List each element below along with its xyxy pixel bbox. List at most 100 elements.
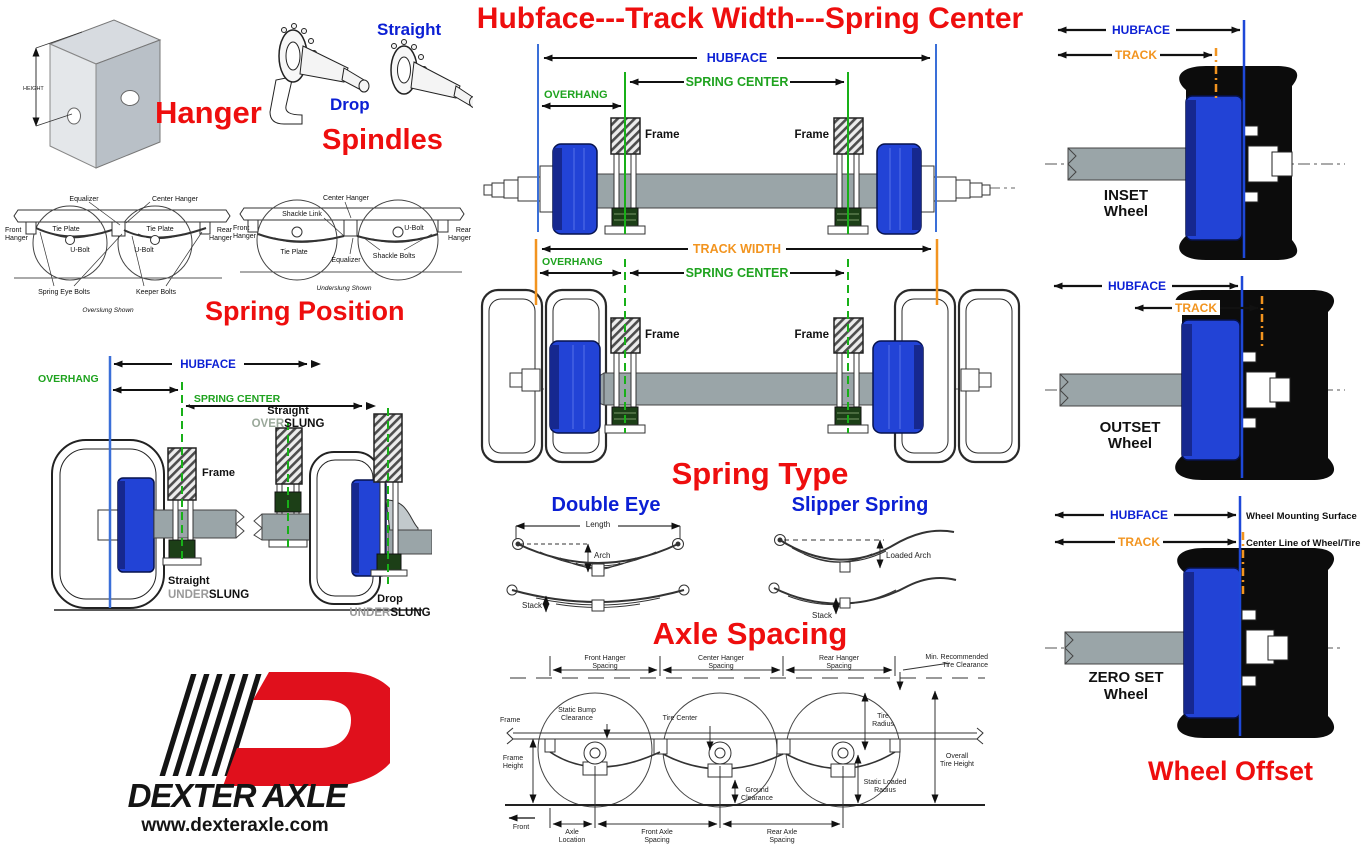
brand-name: DEXTER AXLE xyxy=(128,777,349,814)
svg-text:Wheel: Wheel xyxy=(1104,203,1148,220)
svg-text:Spacing: Spacing xyxy=(592,663,617,670)
straight-spindle xyxy=(390,39,473,108)
shackle-bolts-label: Shackle Bolts xyxy=(373,253,416,260)
svg-text:Clearance: Clearance xyxy=(561,715,593,722)
svg-text:Wheel: Wheel xyxy=(1104,686,1148,703)
spindle xyxy=(1241,609,1289,687)
overhang-label: OVERHANG xyxy=(544,89,608,101)
hubface-label: HUBFACE xyxy=(1110,508,1168,522)
hub-drum-drop xyxy=(351,479,387,577)
axle-tube xyxy=(1067,147,1191,181)
arch-label: Arch xyxy=(594,551,610,560)
axle-spacing-title: Axle Spacing xyxy=(653,616,848,651)
center-hanger-spacing: Center Hanger xyxy=(698,655,745,662)
hubface-label: HUBFACE xyxy=(1108,279,1166,293)
svg-text:Hanger: Hanger xyxy=(5,235,29,242)
hub-drum-right xyxy=(872,340,924,434)
drop-underslung-label: Drop xyxy=(377,593,403,605)
svg-text:Spacing: Spacing xyxy=(769,837,794,844)
u-bolt-label: U-Bolt xyxy=(70,247,90,254)
overslung-caption: Overslung Shown xyxy=(82,307,134,314)
front-hanger-spacing: Front Hanger xyxy=(584,655,626,662)
frame-rail xyxy=(506,727,984,745)
u-bolt-label: U-Bolt xyxy=(404,225,424,232)
svg-text:Height: Height xyxy=(503,763,523,770)
center-hanger-label: Center Hanger xyxy=(152,196,199,203)
straight-spindle-label: Straight xyxy=(377,20,442,39)
hub-drum xyxy=(1183,567,1241,719)
hub-drum-right xyxy=(876,143,922,235)
double-eye-title: Double Eye xyxy=(552,494,661,516)
tie-plate-label: Tie Plate xyxy=(280,249,307,256)
static-bump-label: Static Bump xyxy=(558,707,596,714)
svg-text:Spacing: Spacing xyxy=(708,663,733,670)
tie-plate-label: Tie Plate xyxy=(52,226,79,233)
length-label: Length xyxy=(586,520,610,529)
spindles-title: Spindles xyxy=(322,124,443,156)
stack-label: Stack xyxy=(812,611,833,620)
underslung-label2: UNDERSLUNG xyxy=(168,589,249,601)
overslung-label: Straight xyxy=(267,405,309,417)
spindle xyxy=(97,509,119,541)
spring-position-overslung: Equalizer Center Hanger Front Hanger Tie… xyxy=(5,196,233,314)
spindle-right xyxy=(920,165,991,213)
axle-tube xyxy=(552,173,922,209)
spring-type-diagram: Spring Type Double Eye Slipper Spring Le… xyxy=(506,456,957,620)
spindle-left xyxy=(483,165,554,213)
bare-axle-diagram: HUBFACE SPRING CENTER OVERHANG Frame Fra… xyxy=(483,44,1015,235)
frame-height-label: Frame xyxy=(503,755,523,762)
loaded-arch-label: Loaded Arch xyxy=(886,551,931,560)
track-width-label: TRACK WIDTH xyxy=(693,242,781,256)
axle-spacing-diagram: Axle Spacing xyxy=(500,616,988,844)
hanger-title: Hanger xyxy=(155,95,262,130)
overall-tire-height-label: Overall xyxy=(946,753,969,760)
front-hanger-label: Front xyxy=(5,227,21,234)
hub-drum xyxy=(1185,95,1243,241)
axle-drop xyxy=(370,481,432,577)
wheeled-axle-diagram: TRACK WIDTH OVERHANG SPRING CENTER Frame… xyxy=(480,239,1021,464)
spindle xyxy=(1241,351,1291,429)
svg-text:Hanger: Hanger xyxy=(448,235,472,242)
u-bolt-label: U-Bolt xyxy=(134,247,154,254)
hanger-drawing: HEIGHT xyxy=(23,19,162,169)
zeroset-wheel-diagram: HUBFACE TRACK Wheel Mounting Surface Cen… xyxy=(1045,496,1360,738)
hanger-hole xyxy=(120,90,140,106)
axle-tube xyxy=(587,372,914,406)
spring-position-underslung: Center Hanger Shackle Link Front Hanger … xyxy=(233,195,472,292)
axle-underslung xyxy=(153,499,245,566)
frame-label: Frame xyxy=(794,129,829,141)
drop-spindle-label: Drop xyxy=(330,95,370,114)
hub-drum-left xyxy=(549,340,601,434)
rear-hanger-label: Rear xyxy=(217,227,233,234)
inset-wheel-label: INSET xyxy=(1104,187,1148,204)
static-loaded-label: Static Loaded xyxy=(864,779,907,786)
frame-label: Frame xyxy=(645,329,680,341)
underslung-caption: Underslung Shown xyxy=(317,285,372,292)
rear-hanger-label: Rear xyxy=(456,227,472,234)
front-axle-spacing-label: Front Axle xyxy=(641,829,673,836)
hub-drum-left xyxy=(552,143,598,235)
shackle-link-label: Shackle Link xyxy=(282,211,322,218)
svg-text:Location: Location xyxy=(559,837,586,844)
min-clearance-label: Min. Recommended xyxy=(925,654,988,661)
brand-url: www.dexteraxle.com xyxy=(140,815,328,836)
underslung-label: Straight xyxy=(168,575,210,587)
svg-text:Radius: Radius xyxy=(872,721,894,728)
wheel-offset-title: Wheel Offset xyxy=(1148,756,1314,786)
overslung-label2: OVERSLUNG xyxy=(252,418,325,430)
double-eye-spring xyxy=(506,522,690,613)
hubface-label: HUBFACE xyxy=(707,51,767,65)
frame-label: Frame xyxy=(500,717,520,724)
drop-underslung-label2: UNDERSLUNG xyxy=(349,607,430,619)
svg-text:Radius: Radius xyxy=(874,787,896,794)
logo-d-mark xyxy=(223,672,390,786)
hanger-hole xyxy=(67,107,81,125)
height-label: HEIGHT xyxy=(23,86,44,92)
center-line-label: Center Line of Wheel/Tire xyxy=(1246,538,1360,549)
spring-center-label: SPRING CENTER xyxy=(686,266,789,280)
outset-wheel-diagram: HUBFACE TRACK OUTSET Wheel xyxy=(1045,276,1345,480)
inset-wheel-diagram: HUBFACE TRACK INSET Wheel xyxy=(1045,20,1345,260)
tie-plate-label: Tie Plate xyxy=(146,226,173,233)
hub-drum xyxy=(1181,319,1241,461)
